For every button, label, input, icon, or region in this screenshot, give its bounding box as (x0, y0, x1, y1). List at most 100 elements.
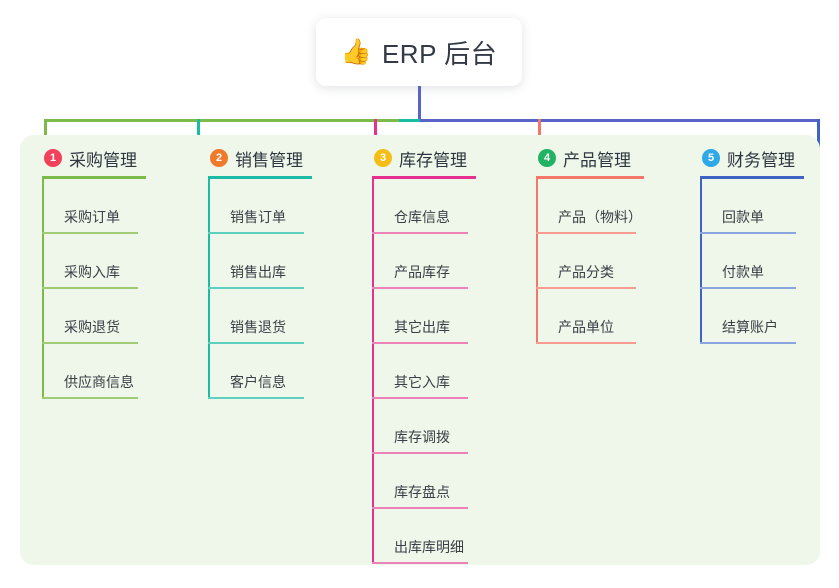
branch-item-label: 其它入库 (394, 374, 450, 390)
branch-badge-1: 1 (44, 149, 62, 167)
branch-item-label: 产品库存 (394, 264, 450, 280)
branch-item[interactable]: 采购退货 (42, 289, 146, 344)
branch-items-1: 采购订单采购入库采购退货供应商信息 (42, 179, 146, 399)
branch-item[interactable]: 库存调拨 (372, 399, 476, 454)
branch-item-underline (536, 232, 636, 234)
branch-item-label: 结算账户 (722, 319, 778, 335)
branch-item[interactable]: 结算账户 (700, 289, 804, 344)
branch-header-1[interactable]: 1 采购管理 (42, 146, 146, 170)
connector-bus-segment (44, 119, 399, 122)
branch-item-underline (700, 287, 796, 289)
branch-item-label: 客户信息 (230, 374, 286, 390)
branch-item[interactable]: 销售退货 (208, 289, 312, 344)
thumbs-up-icon: 👍 (340, 37, 372, 66)
branch-item-underline (208, 232, 304, 234)
branch-item-underline (700, 342, 796, 344)
branch-badge-4: 4 (538, 149, 556, 167)
branch-item-label: 采购订单 (64, 209, 120, 225)
branches-panel (20, 135, 820, 565)
branch-item[interactable]: 库存盘点 (372, 454, 476, 509)
branch-column-1: 1 采购管理采购订单采购入库采购退货供应商信息 (42, 146, 146, 399)
branch-item-underline (42, 232, 138, 234)
branch-trunk-4 (536, 179, 538, 344)
branch-item[interactable]: 销售订单 (208, 179, 312, 234)
branch-item-label: 销售订单 (230, 209, 286, 225)
branch-item-label: 产品单位 (558, 319, 614, 335)
branch-item-underline (372, 562, 468, 564)
branch-item[interactable]: 其它入库 (372, 344, 476, 399)
branch-trunk-2 (208, 179, 210, 399)
branch-item-underline (536, 342, 636, 344)
branch-items-2: 销售订单销售出库销售退货客户信息 (208, 179, 312, 399)
branch-item[interactable]: 产品库存 (372, 234, 476, 289)
branch-item-underline (372, 342, 468, 344)
branch-item-underline (700, 232, 796, 234)
connector-bus-segment (399, 119, 420, 122)
branch-item[interactable]: 产品单位 (536, 289, 644, 344)
connector-bus-segment (420, 119, 819, 122)
branch-trunk-1 (42, 179, 44, 399)
branch-header-4[interactable]: 4 产品管理 (536, 146, 644, 170)
branch-item-underline (372, 397, 468, 399)
branch-underline-5 (700, 176, 804, 179)
branch-item-underline (208, 287, 304, 289)
branch-item-underline (42, 287, 138, 289)
branch-item-label: 采购退货 (64, 319, 120, 335)
branch-item[interactable]: 产品（物料） (536, 179, 644, 234)
branch-item[interactable]: 出库库明细 (372, 509, 476, 564)
branch-item-underline (42, 397, 138, 399)
branch-item-label: 回款单 (722, 209, 764, 225)
branch-item-label: 供应商信息 (64, 374, 134, 390)
branch-item[interactable]: 采购订单 (42, 179, 146, 234)
branch-item[interactable]: 供应商信息 (42, 344, 146, 399)
branch-item-label: 其它出库 (394, 319, 450, 335)
branch-title-2: 销售管理 (235, 150, 303, 170)
branch-header-2[interactable]: 2 销售管理 (208, 146, 312, 170)
branch-item-label: 出库库明细 (394, 539, 464, 555)
branch-item-underline (42, 342, 138, 344)
branch-item[interactable]: 客户信息 (208, 344, 312, 399)
branch-item[interactable]: 付款单 (700, 234, 804, 289)
branch-item-label: 付款单 (722, 264, 764, 280)
branch-badge-2: 2 (210, 149, 228, 167)
branch-column-2: 2 销售管理销售订单销售出库销售退货客户信息 (208, 146, 312, 399)
root-connector-stem (418, 86, 421, 121)
branch-title-1: 采购管理 (69, 150, 137, 170)
root-node[interactable]: 👍 ERP 后台 (316, 18, 522, 86)
branch-item-label: 产品分类 (558, 264, 614, 280)
branch-underline-2 (208, 176, 312, 179)
branch-item-label: 库存盘点 (394, 484, 450, 500)
branch-underline-1 (42, 176, 146, 179)
branch-item-label: 产品（物料） (558, 209, 642, 225)
branch-item[interactable]: 采购入库 (42, 234, 146, 289)
branch-item-underline (372, 452, 468, 454)
branch-item[interactable]: 仓库信息 (372, 179, 476, 234)
branch-badge-5: 5 (702, 149, 720, 167)
branch-underline-4 (536, 176, 644, 179)
branch-item-underline (372, 232, 468, 234)
branch-item[interactable]: 产品分类 (536, 234, 644, 289)
branch-trunk-5 (700, 179, 702, 344)
branch-item[interactable]: 销售出库 (208, 234, 312, 289)
branch-title-4: 产品管理 (563, 150, 631, 170)
branch-item-underline (372, 507, 468, 509)
branch-item-label: 销售退货 (230, 319, 286, 335)
branch-item-underline (208, 342, 304, 344)
branch-item-label: 库存调拨 (394, 429, 450, 445)
branch-item-label: 销售出库 (230, 264, 286, 280)
root-node-title: ERP 后台 (381, 38, 498, 69)
branch-underline-3 (372, 176, 476, 179)
branch-item[interactable]: 其它出库 (372, 289, 476, 344)
branch-items-3: 仓库信息产品库存其它出库其它入库库存调拨库存盘点出库库明细 (372, 179, 476, 564)
connector-drop-5 (817, 119, 820, 152)
branch-item-label: 采购入库 (64, 264, 120, 280)
branch-title-3: 库存管理 (399, 150, 467, 170)
branch-column-4: 4 产品管理产品（物料） 产品分类产品单位 (536, 146, 644, 344)
branch-trunk-3 (372, 179, 374, 564)
branch-item[interactable]: 回款单 (700, 179, 804, 234)
